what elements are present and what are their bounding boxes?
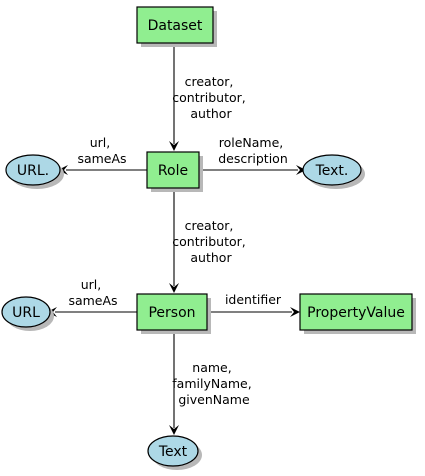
edge-role-person: creator, contributor, author <box>169 189 249 293</box>
edge-label-person-propertyvalue: identifier <box>225 292 282 307</box>
arrowhead <box>296 165 306 175</box>
node-label-text: Text <box>158 444 188 460</box>
node-url[interactable]: URL <box>1 296 54 331</box>
node-label-person: Person <box>148 305 195 321</box>
edge-person-propertyvalue: identifier <box>208 292 300 317</box>
edge-label-role-text: roleName, description <box>218 135 288 166</box>
edge-label-dataset-role: creator, contributor, author <box>172 74 249 121</box>
edge-role-url: url, sameAs <box>58 135 148 175</box>
node-label-url-dot: URL. <box>17 163 49 179</box>
node-dataset[interactable]: Dataset <box>136 6 217 47</box>
arrowhead <box>169 425 179 435</box>
arrowhead <box>169 283 179 293</box>
edge-role-text: roleName, description <box>200 135 306 175</box>
node-text-dot[interactable]: Text. <box>302 154 365 189</box>
node-label-role: Role <box>158 163 188 179</box>
node-label-text-dot: Text. <box>315 163 349 179</box>
edge-person-url: url, sameAs <box>47 277 138 317</box>
node-label-property-value: PropertyValue <box>307 305 405 321</box>
edge-label-role-url: url, sameAs <box>77 135 126 166</box>
node-role[interactable]: Role <box>146 151 203 192</box>
node-label-url: URL <box>12 305 40 321</box>
edge-dataset-role: creator, contributor, author <box>169 44 249 151</box>
node-person[interactable]: Person <box>136 293 211 334</box>
node-url-dot[interactable]: URL. <box>5 154 64 189</box>
node-text[interactable]: Text <box>147 435 202 470</box>
edge-label-role-person: creator, contributor, author <box>172 218 249 265</box>
arrowhead <box>290 307 300 317</box>
node-label-dataset: Dataset <box>148 18 203 34</box>
node-property-value[interactable]: PropertyValue <box>299 293 416 334</box>
arrowhead <box>169 141 179 151</box>
edge-label-person-text: name, familyName, givenName <box>172 360 255 407</box>
edge-label-person-url: url, sameAs <box>68 277 117 308</box>
edge-person-text: name, familyName, givenName <box>169 331 255 435</box>
